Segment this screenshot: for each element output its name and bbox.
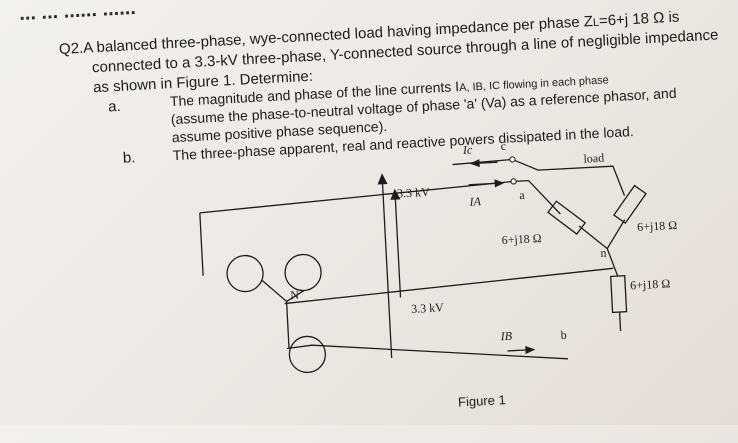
current-b-arrow-shaft: [507, 349, 528, 352]
impedance-c-label: 6+j18 Ω: [637, 218, 678, 234]
impedance-a-box: [547, 200, 587, 236]
line-wire-a: [513, 179, 561, 215]
load-star-c: [606, 219, 626, 249]
node-a-dot: [510, 178, 517, 185]
impedance-b-label: 6+j18 Ω: [630, 276, 671, 292]
current-a-arrow-shaft: [468, 182, 497, 186]
voltage-mid-arrowhead: [390, 188, 401, 200]
current-b-arrowhead: [525, 346, 536, 355]
current-b-label: IB: [499, 329, 513, 344]
voltage-arrow-top-line: [381, 178, 393, 359]
source-phase-a-circle: [226, 254, 264, 293]
current-c-arrowhead: [469, 159, 480, 168]
voltage-top-arrowhead: [377, 173, 388, 185]
voltage-top-label: 3.3 kV: [397, 185, 431, 201]
node-c-dot: [509, 156, 516, 163]
source-wire-top: [199, 180, 514, 214]
impedance-c-box: [612, 184, 647, 225]
line-wire-c: [452, 158, 513, 166]
load-star-b: [606, 248, 619, 277]
line-c-to-load: [512, 158, 626, 196]
source-wire-down: [285, 301, 290, 349]
source-wire-left: [199, 212, 204, 276]
node-b-label: b: [560, 328, 567, 342]
neutral-load-label: n: [600, 246, 607, 260]
node-c-label: c: [500, 139, 506, 153]
impedance-a-label: 6+j18 Ω: [501, 231, 542, 247]
load-star-a: [578, 225, 608, 250]
document-page: ... ... ...... ...... Q2.A balanced thre…: [19, 0, 719, 410]
line-wire-b: [286, 344, 568, 360]
circuit-figure: load 3.3 kV 3.3 kV N n a b c IA IB Ic 6+…: [199, 139, 678, 410]
voltage-arrow-mid-line: [394, 193, 402, 298]
current-c-arrow-shaft: [477, 161, 498, 164]
neutral-source-label: N: [290, 288, 300, 302]
current-c-label: Ic: [462, 142, 474, 157]
impedance-b-box: [610, 275, 628, 314]
load-label: load: [583, 151, 604, 166]
node-a-label: a: [519, 188, 526, 202]
source-phase-b-circle: [288, 335, 327, 374]
current-a-arrowhead: [494, 179, 505, 188]
source-phase-c-circle: [284, 253, 322, 292]
load-star-b-down: [618, 311, 622, 332]
current-a-label: IA: [468, 194, 482, 209]
source-wire-bottom: [284, 267, 614, 305]
source-star-link-2: [286, 289, 305, 302]
voltage-bottom-label: 3.3 kV: [411, 300, 445, 316]
figure-caption: Figure 1: [458, 392, 506, 409]
source-star-link-1: [260, 279, 287, 302]
